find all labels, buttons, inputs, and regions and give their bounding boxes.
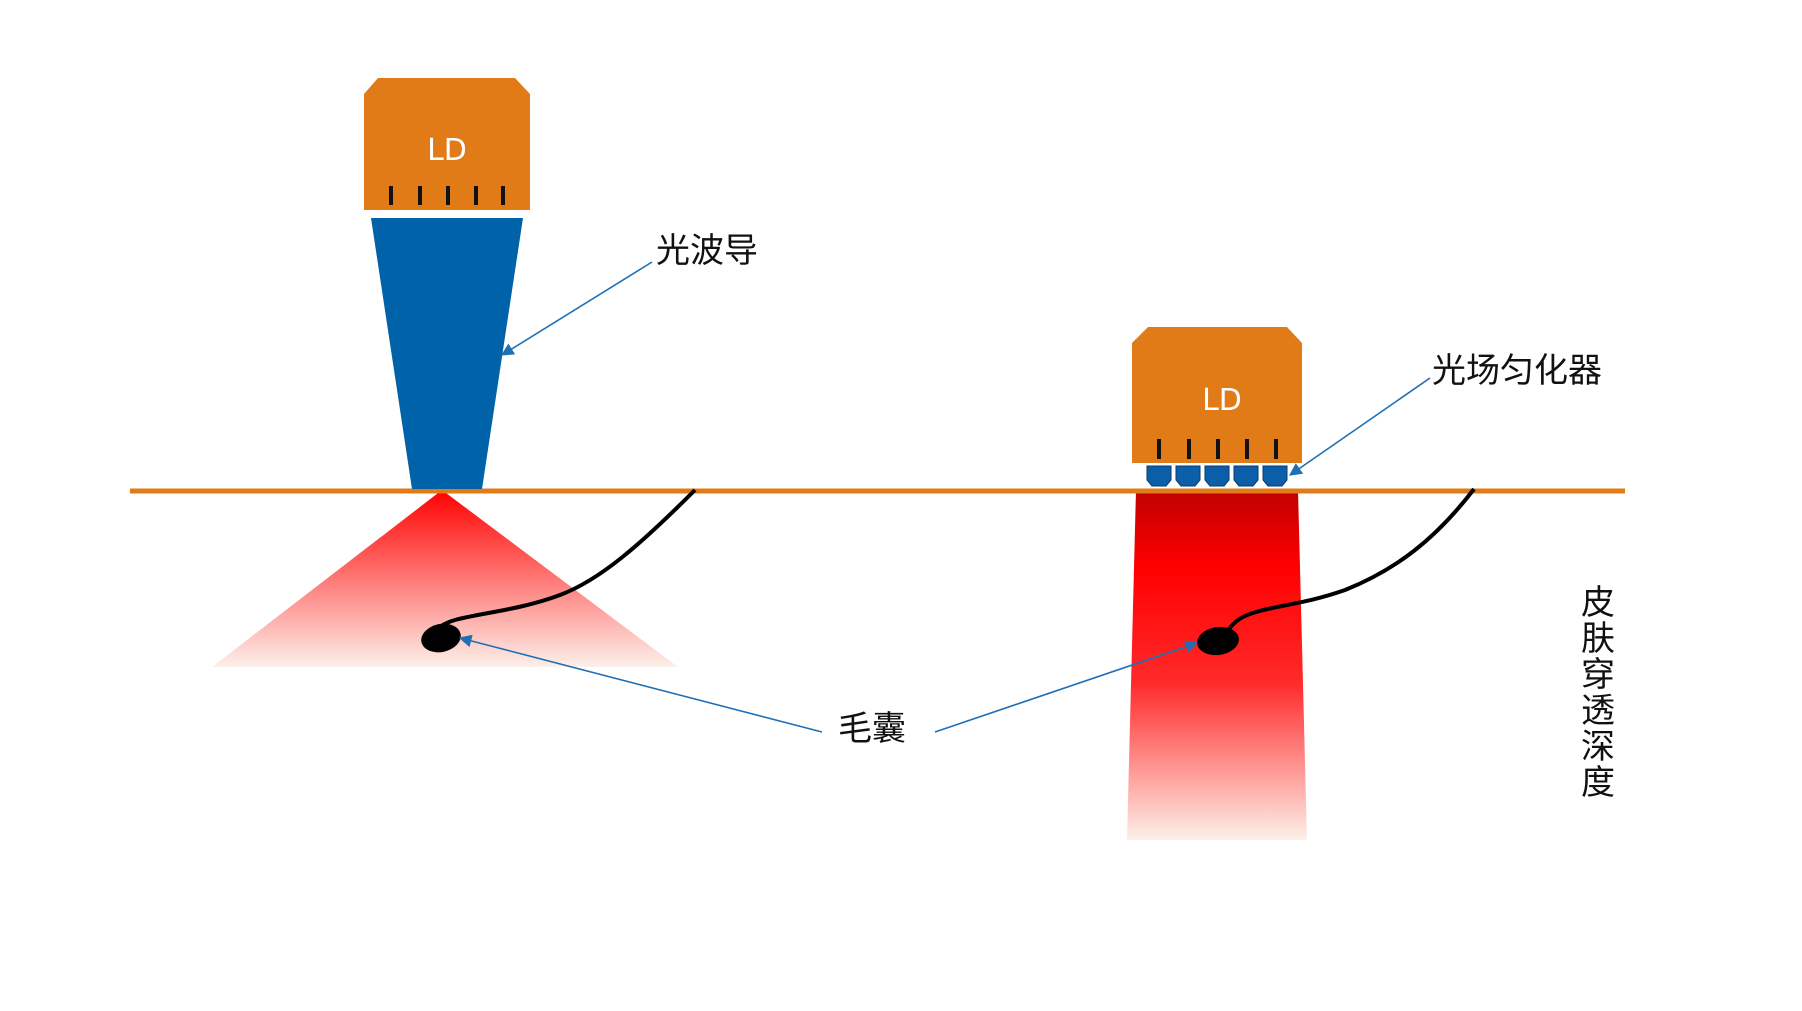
follicle-bulb-right (1197, 626, 1239, 656)
optical-waveguide (371, 218, 523, 489)
skin-depth-char: 皮 (1581, 583, 1615, 623)
skin-depth-char: 透 (1581, 691, 1615, 731)
ld-module-right: LD (1132, 327, 1302, 463)
follicle-annotation-arrow-right (934, 640, 1199, 733)
hair-shaft-right (1224, 487, 1476, 636)
skin-depth-char: 深 (1581, 727, 1615, 767)
skin-depth-char: 穿 (1581, 655, 1615, 695)
waveguide-annotation-arrow (500, 261, 653, 356)
ld-label-left: LD (427, 133, 467, 168)
skin-depth-char: 肤 (1581, 619, 1615, 659)
follicle-annotation-arrow-left (458, 634, 823, 733)
homogenizer-label: 光场匀化器 (1432, 351, 1602, 391)
waveguide-label: 光波导 (656, 231, 758, 271)
right-beam-column (1127, 490, 1307, 840)
ld-label-right: LD (1202, 383, 1242, 418)
annotation-arrows (458, 261, 1431, 733)
skin-depth-char: 度 (1581, 763, 1615, 803)
ld-emitter-ticks-left (389, 186, 505, 205)
ld-body-left (364, 78, 530, 210)
homogenizer-annotation-arrow (1288, 377, 1431, 476)
hair-shaft-left (433, 488, 697, 634)
skin-depth-label: 皮 肤 穿 透 深 度 (1581, 583, 1615, 803)
hair-follicle-label: 毛囊 (838, 709, 906, 749)
light-homogenizer-array (1146, 465, 1288, 487)
ld-body-right (1132, 327, 1302, 463)
hair-follicle-right (1197, 487, 1476, 656)
hair-follicle-left (421, 488, 697, 653)
left-beam-cone (212, 490, 678, 667)
follicle-bulb-left (421, 623, 461, 653)
ld-emitter-ticks-right (1157, 439, 1278, 459)
ld-module-left: LD (364, 78, 530, 210)
